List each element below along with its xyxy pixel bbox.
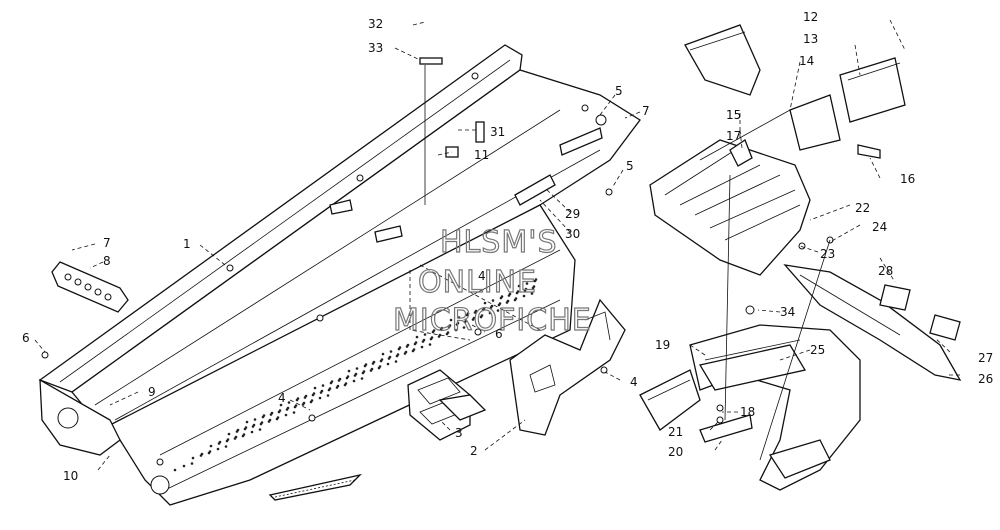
- callout-4c: 4: [630, 375, 638, 389]
- callout-4b: 4: [478, 269, 486, 283]
- side-plate-part-2: [509, 298, 626, 436]
- tunnel-stud-holes: [173, 278, 538, 472]
- callout-23: 23: [820, 247, 835, 261]
- callout-2: 2: [470, 444, 478, 458]
- callout-29: 29: [565, 207, 580, 221]
- callout-4a: 4: [278, 391, 286, 405]
- callout-24: 24: [872, 220, 887, 234]
- callout-25: 25: [810, 343, 825, 357]
- callout-1: 1: [183, 237, 191, 251]
- callout-12: 12: [803, 10, 818, 24]
- callout-5a: 5: [615, 84, 623, 98]
- watermark-line-3: MICROFICHE: [393, 303, 592, 338]
- callout-21: 21: [668, 425, 683, 439]
- callout-22: 22: [855, 201, 870, 215]
- callout-17: 17: [726, 129, 741, 143]
- callout-10: 10: [63, 469, 78, 483]
- perforated-strip-part-8: [51, 261, 129, 313]
- callout-18: 18: [740, 405, 755, 419]
- callout-6a: 6: [22, 331, 30, 345]
- callout-13: 13: [803, 32, 818, 46]
- callout-labels: 1 2 3 4 4 4 5 5 6 6 7 7 8 9 10 11 12 13 …: [22, 10, 993, 483]
- callout-5b: 5: [626, 159, 634, 173]
- callout-9: 9: [148, 385, 156, 399]
- watermark: HLSM'S ONLINE MICROFICHE: [392, 224, 592, 338]
- callout-14: 14: [799, 54, 814, 68]
- callout-19: 19: [655, 338, 670, 352]
- callout-7a: 7: [103, 236, 111, 250]
- callout-31: 31: [490, 125, 505, 139]
- callout-11: 11: [474, 148, 489, 162]
- callout-30: 30: [565, 227, 580, 241]
- tunnel-assembly: [38, 44, 641, 506]
- watermark-line-1: HLSM'S: [440, 225, 558, 260]
- callout-16: 16: [900, 172, 915, 186]
- callout-3: 3: [455, 426, 463, 440]
- callout-8: 8: [103, 254, 111, 268]
- callout-33: 33: [368, 41, 383, 55]
- bracket-part-3: [407, 369, 487, 441]
- rack-assembly: [649, 24, 906, 276]
- callout-28: 28: [878, 264, 893, 278]
- leader-lines: [34, 19, 960, 471]
- callout-34: 34: [780, 305, 795, 319]
- watermark-line-2: ONLINE: [418, 265, 537, 300]
- callout-15: 15: [726, 108, 741, 122]
- callout-20: 20: [668, 445, 683, 459]
- callout-6b: 6: [495, 327, 503, 341]
- callout-26: 26: [978, 372, 993, 386]
- callout-7b: 7: [642, 104, 650, 118]
- rear-bumper-assembly: [639, 324, 861, 491]
- callout-27: 27: [978, 351, 993, 365]
- callout-32: 32: [368, 17, 383, 31]
- snow-flap-assembly: [783, 264, 962, 381]
